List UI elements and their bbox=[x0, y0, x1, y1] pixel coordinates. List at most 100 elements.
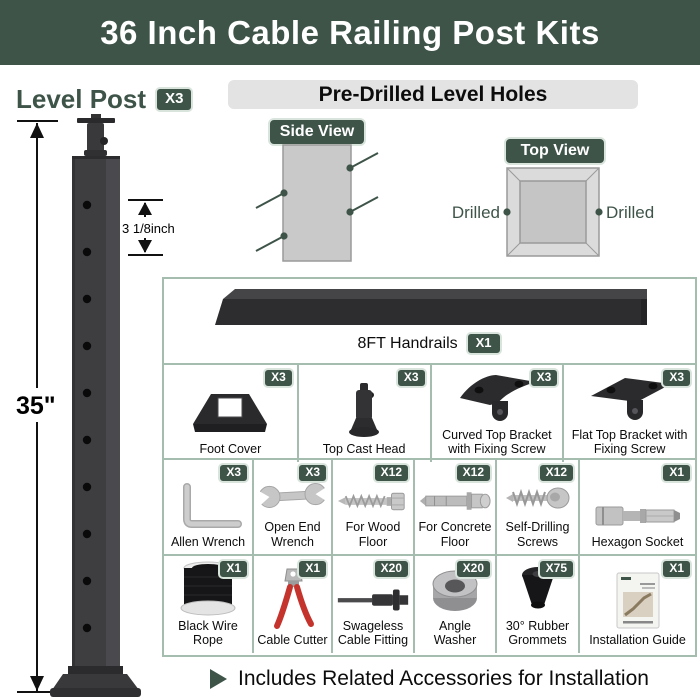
quantity-badge: X1 bbox=[661, 559, 692, 579]
drilled-dot-right bbox=[595, 208, 603, 216]
quantity-badge: X20 bbox=[454, 559, 492, 579]
quantity-badge: X1 bbox=[661, 463, 692, 483]
quantity-badge: X3 bbox=[661, 368, 692, 388]
cell-foot-cover: X3 Foot Cover bbox=[164, 365, 297, 462]
quantity-badge: X12 bbox=[537, 463, 575, 483]
part-label: For Concrete Floor bbox=[418, 520, 492, 549]
part-label: Curved Top Bracket with Fixing Screw bbox=[442, 428, 552, 457]
allen-wrench-icon bbox=[183, 482, 242, 528]
cell-angle-washer: X20 Angle Washer bbox=[413, 556, 495, 653]
part-label: Foot Cover bbox=[199, 442, 262, 457]
quantity-badge: X1 bbox=[297, 559, 328, 579]
flat-top-bracket-icon bbox=[590, 378, 671, 420]
cell-cable-cutter: X1 Cable Cutter bbox=[252, 556, 331, 653]
arrowhead-up bbox=[30, 123, 44, 138]
pre-drilled-header-bar: Pre-Drilled Level Holes bbox=[228, 80, 638, 109]
swageless-fitting-icon bbox=[337, 589, 409, 611]
post-cast-head-icon bbox=[77, 114, 115, 156]
part-label: Hexagon Socket bbox=[591, 534, 684, 549]
arrowhead-up-small bbox=[138, 202, 152, 215]
title-banner: 36 Inch Cable Railing Post Kits bbox=[0, 0, 700, 65]
part-label: Top Cast Head bbox=[322, 442, 406, 457]
part-label: Black Wire Rope bbox=[178, 619, 238, 648]
cell-top-cast-head: X3 Top Cast Head bbox=[296, 365, 430, 462]
cell-open-end-wrench: X3 Open End Wrench bbox=[252, 460, 331, 554]
level-post-quantity-badge: X3 bbox=[155, 86, 194, 113]
hexagon-socket-icon bbox=[595, 506, 680, 526]
top-cast-head-icon bbox=[349, 383, 380, 438]
quantity-badge: X75 bbox=[537, 559, 575, 579]
pre-drilled-header: Pre-Drilled Level Holes bbox=[318, 82, 548, 106]
cell-rubber-grommets: X75 30° Rubber Grommets bbox=[495, 556, 578, 653]
post-body bbox=[72, 156, 120, 676]
part-label: Flat Top Bracket with Fixing Screw bbox=[571, 428, 688, 457]
handrail-row: 8FT Handrails X1 bbox=[164, 279, 695, 365]
level-post-illustration: 35" 3 1/8inch bbox=[16, 114, 175, 697]
part-label: Cable Cutter bbox=[257, 633, 328, 648]
handrail-icon bbox=[215, 288, 647, 325]
side-view-diagram bbox=[255, 144, 379, 262]
top-view-label: Top View bbox=[520, 142, 590, 159]
part-label: 30° Rubber Grommets bbox=[505, 619, 570, 648]
pre-drilled-holes bbox=[82, 200, 92, 633]
quantity-badge: X12 bbox=[454, 463, 492, 483]
footer-note: Includes Related Accessories for Install… bbox=[238, 667, 649, 690]
quantity-badge: X3 bbox=[528, 368, 560, 388]
part-label: Self-Drilling Screws bbox=[505, 520, 570, 549]
wire-rope-spool-icon bbox=[180, 561, 236, 616]
parts-row-3: X3 Allen Wrench X3 Open End Wrench X12 bbox=[164, 460, 695, 556]
quantity-badge: X3 bbox=[395, 368, 427, 388]
corner-miter-lines bbox=[506, 167, 600, 257]
drilled-dot-left bbox=[503, 208, 511, 216]
cell-concrete-floor-anchor: X12 For Concrete Floor bbox=[413, 460, 495, 554]
wood-screw-icon bbox=[337, 492, 405, 511]
drilled-label-left: Drilled bbox=[452, 203, 500, 222]
cell-allen-wrench: X3 Allen Wrench bbox=[164, 460, 252, 554]
hole-spacing-label: 3 1/8inch bbox=[122, 221, 175, 236]
quantity-badge: X1 bbox=[218, 559, 249, 579]
part-label: Installation Guide bbox=[589, 633, 686, 648]
part-label: Open End Wrench bbox=[264, 520, 321, 549]
cell-swageless-cable-fitting: X20 Swageless Cable Fitting bbox=[331, 556, 413, 653]
cable-cutter-icon bbox=[273, 568, 314, 630]
hole-pointer-lines bbox=[255, 152, 379, 252]
cell-self-drilling-screws: X12 Self-Drilling Screws bbox=[495, 460, 578, 554]
cell-curved-top-bracket: X3 Curved Top Bracket with Fixing Screw bbox=[429, 365, 563, 462]
part-label: Angle Washer bbox=[433, 619, 477, 648]
arrowhead-down-small bbox=[138, 240, 152, 253]
parts-table: 8FT Handrails X1 X3 Foot Cover X3 Top Ca bbox=[162, 277, 697, 657]
parts-row-4: X1 Black Wire Rope X1 Cable Cutter bbox=[164, 556, 695, 653]
rubber-grommet-icon bbox=[521, 567, 554, 609]
drilled-label-right: Drilled bbox=[606, 203, 654, 222]
arrowhead-down bbox=[30, 676, 44, 691]
side-view-label: Side View bbox=[279, 123, 355, 140]
part-label: For Wood Floor bbox=[345, 520, 401, 549]
post-base bbox=[50, 666, 141, 697]
cell-installation-guide: X1 Installation Guide bbox=[578, 556, 695, 653]
quantity-badge: X20 bbox=[372, 559, 410, 579]
quantity-badge: X3 bbox=[263, 368, 294, 388]
handrail-label: 8FT Handrails bbox=[357, 334, 458, 352]
quantity-badge: X3 bbox=[297, 463, 328, 483]
level-post-label: Level Post bbox=[16, 84, 147, 114]
play-triangle-icon bbox=[210, 669, 228, 689]
quantity-badge: X12 bbox=[372, 463, 410, 483]
hole-pointer-dots bbox=[280, 164, 354, 240]
curved-top-bracket-icon bbox=[459, 375, 536, 421]
cell-black-wire-rope: X1 Black Wire Rope bbox=[164, 556, 252, 653]
open-end-wrench-icon bbox=[256, 483, 329, 509]
page-title: 36 Inch Cable Railing Post Kits bbox=[100, 13, 600, 51]
installation-guide-icon bbox=[616, 572, 659, 629]
parts-row-2: X3 Foot Cover X3 Top Cast Head X3 bbox=[164, 365, 695, 462]
handrail-quantity-badge: X1 bbox=[465, 331, 502, 356]
footer-note-row: Includes Related Accessories for Install… bbox=[162, 661, 697, 697]
top-view-badge: Top View bbox=[504, 137, 606, 165]
side-view-badge: Side View bbox=[268, 118, 366, 146]
level-post-header: Level Post X3 bbox=[16, 84, 194, 115]
cell-wood-floor-screw: X12 For Wood Floor bbox=[331, 460, 413, 554]
foot-cover-icon bbox=[193, 394, 268, 433]
quantity-badge: X3 bbox=[218, 463, 249, 483]
top-view-diagram: Drilled Drilled bbox=[452, 167, 654, 257]
part-label: Swageless Cable Fitting bbox=[337, 619, 409, 648]
cell-hexagon-socket: X1 Hexagon Socket bbox=[578, 460, 695, 554]
